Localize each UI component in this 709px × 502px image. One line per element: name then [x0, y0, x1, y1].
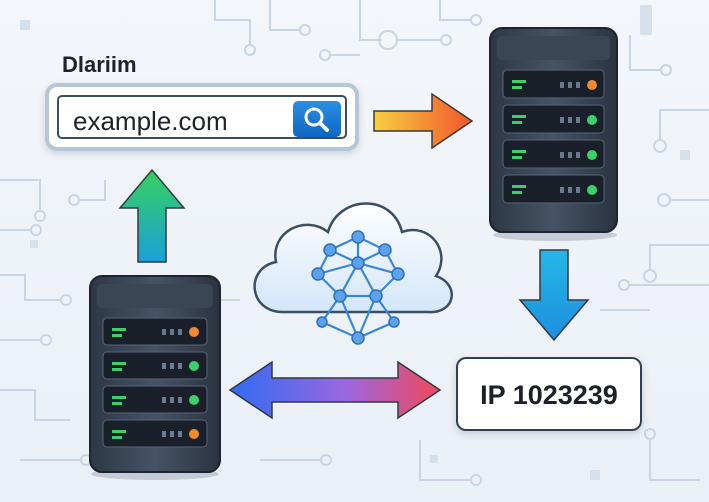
domain-search-input[interactable]: example.com: [57, 95, 347, 139]
server-icon: [502, 69, 605, 204]
dns-server-top: [489, 27, 618, 241]
arrow-to-search-box: [118, 168, 186, 263]
arrow-to-dns-server: [373, 92, 474, 150]
server-icon: [102, 317, 208, 448]
dns-server-bottom: [89, 275, 221, 480]
domain-search-box: example.com: [45, 83, 359, 151]
bidirectional-arrow: [228, 360, 442, 420]
arrow-to-ip-result: [518, 249, 590, 342]
domain-label: Dlariim: [62, 52, 137, 77]
ip-result-text: IP 1023239: [480, 380, 618, 410]
domain-search-value: example.com: [73, 106, 228, 136]
search-button[interactable]: [293, 101, 341, 137]
ip-result-box: IP 1023239: [456, 357, 642, 431]
cloud-network-icon: [253, 202, 453, 345]
search-icon: [304, 107, 329, 132]
